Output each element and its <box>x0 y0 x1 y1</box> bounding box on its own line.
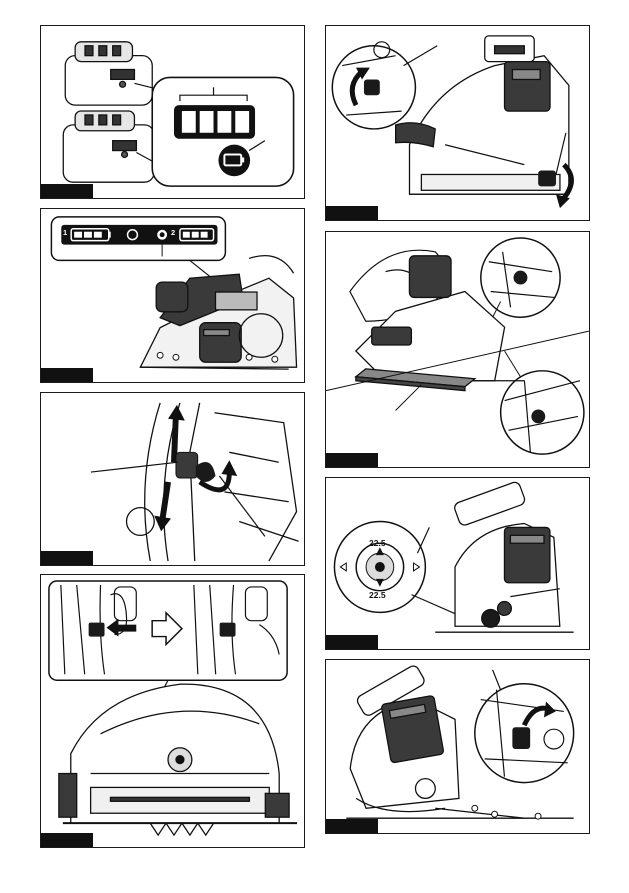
figure-number-tab <box>41 551 93 565</box>
figure-number-tab <box>326 819 378 833</box>
dial-bottom-angle-label: 22.5 <box>369 591 386 600</box>
figure-8-drawing <box>326 660 589 833</box>
figure-number-tab <box>326 206 378 220</box>
figure-3-depth-adjustment <box>40 392 305 566</box>
figure-number-tab <box>41 184 93 198</box>
figure-7-bevel-dial: 22.5 22.5 <box>325 477 590 650</box>
check-button-icon <box>218 145 250 177</box>
figure-number-tab <box>41 833 93 847</box>
figure-5-bevel-lock <box>325 25 590 221</box>
figure-4-lever-detail <box>40 574 305 848</box>
figure-2-tool-indicator: 1 2 <box>40 208 305 383</box>
plunge-saw-body <box>396 36 569 194</box>
battery-pack-lower <box>63 111 154 182</box>
plunge-saw-body <box>435 481 573 632</box>
depth-lever <box>176 452 216 482</box>
plunge-saw-body <box>59 684 297 835</box>
saw-with-batteries <box>140 256 296 370</box>
figure-1-drawing <box>41 26 304 198</box>
down-arrow-icon <box>154 482 171 531</box>
figure-number-tab <box>326 453 378 467</box>
figure-3-drawing <box>41 393 304 565</box>
dial-top-angle-label: 22.5 <box>369 539 386 548</box>
slot-2-label: 2 <box>171 229 175 237</box>
figure-7-drawing <box>326 478 589 649</box>
figure-4-drawing <box>41 575 304 847</box>
figure-6-guide-rail <box>325 231 590 468</box>
figure-number-tab <box>326 635 378 649</box>
figure-6-drawing <box>326 232 589 467</box>
figure-number-tab <box>41 368 93 382</box>
figure-8-bevel-lever <box>325 659 590 834</box>
bevel-dial <box>356 543 403 590</box>
battery-pack-upper <box>65 42 152 105</box>
indicator-lamps <box>174 105 255 139</box>
slot-1-label: 1 <box>63 229 67 237</box>
figure-5-drawing <box>326 26 589 220</box>
figure-1-battery-indicator <box>40 25 305 199</box>
